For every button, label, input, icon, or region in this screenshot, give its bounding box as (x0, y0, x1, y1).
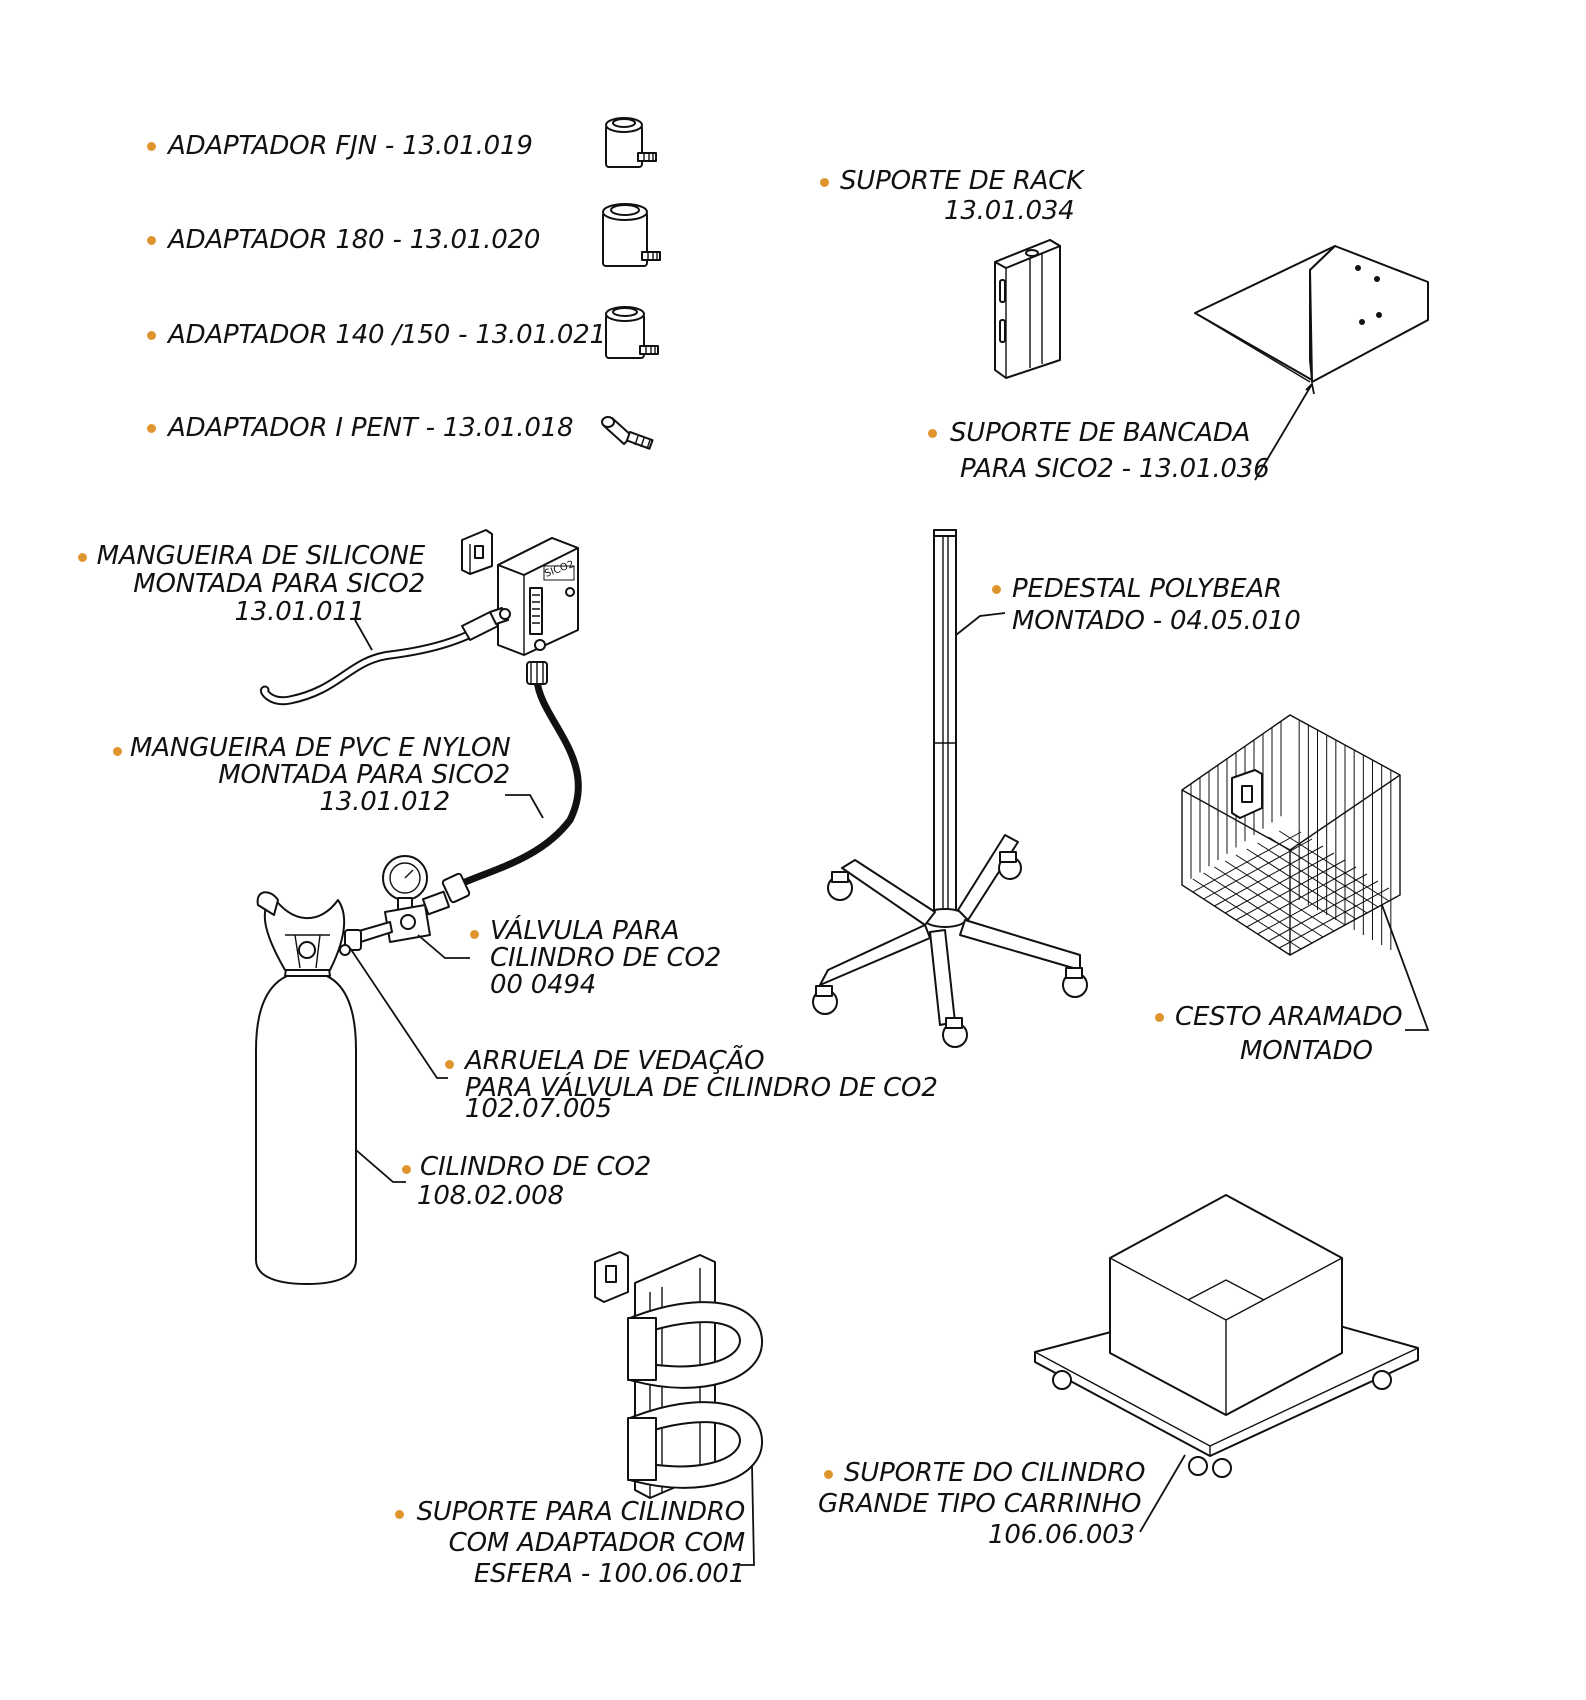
label-adaptador-pent: ADAPTADOR I PENT - 13.01.018 (168, 413, 574, 443)
leader-pedestal (955, 612, 1006, 636)
label-cesto: CESTO ARAMADO MONTADO (1175, 1002, 1403, 1066)
bullet-suporte-esfera (395, 1510, 404, 1519)
bullet-suporte-carrinho (824, 1470, 833, 1479)
bullet-adaptador-pent (147, 424, 156, 433)
cesto-wire (1246, 866, 1357, 928)
cilindro-drawing (255, 891, 357, 1285)
label-pedestal: PEDESTAL POLYBEAR MONTADO - 04.05.010 (1012, 574, 1301, 636)
leader-cilindro (355, 1149, 406, 1183)
bullet-mangueira-pvc (113, 747, 122, 756)
label-adaptador-140: ADAPTADOR 140 /150 - 13.01.021 (168, 320, 606, 350)
valvula-drawing (339, 855, 451, 956)
suporte-rack-drawing (994, 239, 1061, 379)
label-suporte-bancada: SUPORTE DE BANCADA PARA SICO2 - 13.01.03… (950, 418, 1270, 484)
cesto-wire (1268, 836, 1379, 908)
adaptador-pent-drawing (601, 416, 654, 450)
arrow-bancada (1305, 382, 1315, 395)
leader-esfera (740, 1464, 755, 1566)
leader-cesto (1381, 904, 1430, 1031)
adaptador-180-drawing (602, 203, 661, 267)
bullet-mangueira-silicone (78, 553, 87, 562)
bullet-arruela (445, 1060, 454, 1069)
bullet-pedestal (992, 585, 1001, 594)
label-adaptador-fjn: ADAPTADOR FJN - 13.01.019 (168, 131, 533, 161)
leader-carrinho (1139, 1454, 1186, 1533)
cesto-wire (1278, 887, 1390, 949)
suporte-bancada-drawing (1194, 245, 1429, 383)
suporte-carrinho-drawing (1034, 1194, 1419, 1478)
cesto-wire (1257, 873, 1368, 935)
cesto-wire (1257, 842, 1368, 914)
cesto-clip-drawing (1231, 769, 1263, 819)
suporte-esfera-clip-drawing (594, 1251, 629, 1303)
bullet-suporte-rack (820, 178, 829, 187)
leader-valvula (417, 934, 470, 959)
sico2-device-drawing: SICO2 (497, 537, 579, 656)
leader-pvc (505, 794, 544, 819)
bullet-adaptador-180 (147, 236, 156, 245)
label-suporte-rack: SUPORTE DE RACK 13.01.034 (840, 166, 1084, 226)
suporte-esfera-drawing (627, 1254, 764, 1499)
label-cilindro: CILINDRO DE CO2 108.02.008 (417, 1152, 652, 1211)
wall-clip-drawing (461, 529, 493, 575)
cesto-drawing (1181, 714, 1401, 956)
label-adaptador-180: ADAPTADOR 180 - 13.01.020 (168, 225, 541, 255)
leader-bancada (1254, 383, 1313, 481)
label-valvula: VÁLVULA PARA CILINDRO DE CO2 00 0494 (490, 916, 722, 1000)
label-suporte-esfera: SUPORTE PARA CILINDRO COM ADAPTADOR COM … (416, 1497, 746, 1589)
bullet-cilindro (402, 1165, 411, 1174)
cesto-wire (1235, 854, 1346, 926)
cesto-wire (1268, 880, 1379, 942)
cesto-wire (1246, 848, 1357, 920)
label-arruela: ARRUELA DE VEDAÇÃO PARA VÁLVULA DE CILIN… (465, 1046, 938, 1124)
label-mangueira-silicone: MANGUEIRA DE SILICONE MONTADA PARA SICO2… (96, 541, 426, 627)
cesto-wire (1278, 830, 1390, 902)
adaptador-140-drawing (605, 306, 659, 359)
bullet-adaptador-140 (147, 331, 156, 340)
adaptador-fjn-drawing (605, 117, 657, 168)
mangueira-silicone-drawing (259, 607, 511, 706)
bullet-cesto (1155, 1013, 1164, 1022)
label-suporte-carrinho: SUPORTE DO CILINDRO GRANDE TIPO CARRINHO… (818, 1458, 1146, 1550)
pedestal-drawing (812, 529, 1088, 1048)
bullet-adaptador-fjn (147, 142, 156, 151)
leader-silicone (354, 619, 373, 651)
label-mangueira-pvc: MANGUEIRA DE PVC E NYLON MONTADA PARA SI… (130, 733, 511, 817)
mangueira-pvc-drawing (441, 661, 582, 904)
bullet-suporte-bancada (928, 429, 937, 438)
bullet-valvula (470, 930, 479, 939)
leader-arruela (349, 947, 448, 1079)
